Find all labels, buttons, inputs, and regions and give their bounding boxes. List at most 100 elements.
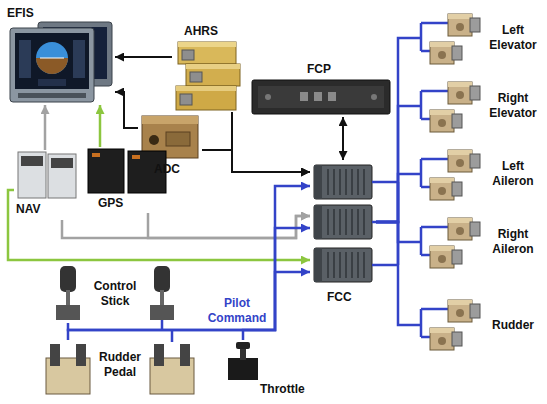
throttle-lever-part: [228, 358, 258, 380]
fcc-computer-part: [314, 248, 372, 282]
efis-display-part: [36, 42, 68, 74]
fcp-panel-part: [265, 94, 271, 100]
efis-display: [10, 22, 112, 102]
actuator-group-part: [430, 246, 462, 268]
fcc-output-bus: [162, 182, 398, 342]
component-box: AHRS: [172, 24, 244, 112]
efis-display-part: [36, 58, 68, 74]
component-box: Left Aileron: [420, 142, 544, 206]
component-box: Right Elevator: [420, 74, 544, 138]
signal-line: [342, 117, 344, 160]
efis-display-part: [10, 28, 94, 102]
efis-display-part: [73, 40, 85, 78]
signal-line: [99, 105, 102, 147]
ahrs-unit-part: [186, 64, 240, 86]
actuator-group-part: [430, 328, 462, 350]
component-box: Right Aileron: [420, 210, 544, 274]
signal-line: [44, 105, 47, 150]
component-label: Left Elevator: [484, 23, 542, 53]
efis-display-part: [15, 33, 89, 89]
component-label: FCC: [327, 290, 352, 305]
nav-radio-part: [48, 154, 76, 198]
component-label: NAV: [16, 202, 40, 217]
nav-radio-part: [51, 158, 73, 168]
efis-display-part: [40, 58, 64, 59]
efis-display-part: [18, 93, 86, 98]
fcp-panel-part: [258, 86, 384, 108]
signal-line: [62, 216, 310, 238]
control-stick-part: [60, 266, 76, 292]
component-label: Right Elevator: [484, 91, 542, 121]
component-label: EFIS: [7, 6, 34, 21]
component-box: Throttle: [222, 340, 314, 399]
component-box: NAV: [14, 150, 80, 220]
signal-line: [8, 190, 310, 260]
actuator-group-part: [448, 218, 480, 240]
adc-unit-part: [166, 132, 190, 146]
ahrs-unit-part: [186, 64, 240, 69]
signal-line: [68, 228, 310, 340]
ahrs-unit-part: [176, 86, 236, 91]
component-label: GPS: [98, 196, 123, 211]
component-box: FCP: [250, 62, 392, 117]
ahrs-unit-part: [190, 72, 202, 82]
fcp-panel-part: [328, 92, 336, 101]
rudder-pedal-part: [50, 344, 60, 366]
component-label: Right Aileron: [484, 227, 542, 257]
adc-unit-part: [142, 116, 198, 124]
component-box: FCC: [310, 160, 376, 310]
signal-line: [202, 150, 310, 172]
gps-receiver-part: [88, 149, 124, 193]
control-stick: [56, 266, 174, 320]
actuator-group: [421, 14, 480, 350]
control-stick-part: [56, 305, 80, 320]
fcc-computer: [314, 165, 372, 282]
throttle-lever-part: [236, 342, 250, 349]
rudder-pedal-part: [180, 344, 190, 366]
signal-line: [243, 272, 310, 340]
component-box: Rudder: [420, 290, 544, 360]
nav-radio-part: [21, 156, 43, 166]
component-box: ADC: [138, 112, 202, 180]
gps-receiver-part: [132, 155, 140, 159]
actuator-group-part: [448, 150, 480, 172]
ahrs-unit-part: [176, 86, 236, 110]
ahrs-unit-part: [180, 94, 192, 105]
component-label: AHRS: [184, 24, 218, 39]
ahrs-unit-part: [178, 42, 236, 64]
ahrs-unit-part: [178, 42, 236, 47]
fcp-panel-part: [371, 94, 377, 100]
fcp-panel-part: [314, 92, 322, 101]
actuator-group-part: [448, 14, 480, 36]
rudder-pedal: [46, 344, 194, 394]
gps-receiver-part: [92, 153, 100, 157]
nav-radio: [18, 152, 76, 198]
fcc-computer-part: [314, 205, 372, 239]
signal-line: [148, 213, 310, 238]
control-stick-part: [66, 290, 70, 306]
signal-label: Pilot Command: [206, 296, 268, 326]
signal-line: [115, 56, 172, 58]
component-label: Rudder Pedal: [95, 350, 145, 380]
adc-unit-part: [149, 135, 159, 145]
nav-radio-part: [18, 152, 46, 198]
rudder-pedal-part: [76, 344, 86, 366]
actuator-group-part: [430, 178, 462, 200]
control-stick-part: [150, 305, 174, 320]
actuator-group-part: [448, 82, 480, 104]
efis-display-part: [19, 40, 31, 78]
control-stick-part: [154, 266, 170, 292]
component-label: FCP: [307, 62, 331, 77]
component-box: Control Stick: [50, 265, 180, 323]
component-box: GPS: [84, 147, 170, 213]
component-label: Rudder: [484, 318, 542, 333]
component-label: Left Aileron: [484, 159, 542, 189]
component-box: Rudder Pedal: [42, 340, 198, 400]
component-box: Left Elevator: [420, 6, 544, 70]
fcp-panel-part: [300, 92, 308, 101]
signal-line: [232, 112, 310, 172]
component-label: Control Stick: [84, 279, 146, 309]
signal-line: [115, 92, 138, 128]
fcc-output-bus-part: [162, 320, 172, 342]
